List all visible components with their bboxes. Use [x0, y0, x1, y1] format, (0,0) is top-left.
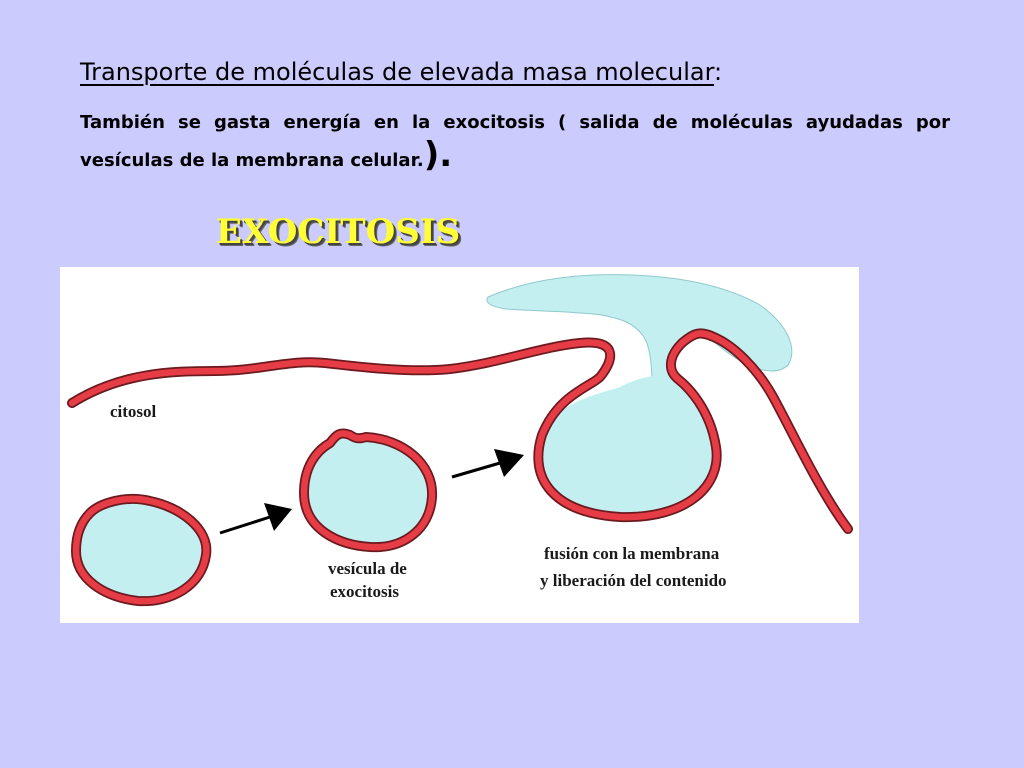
arrow-1	[219, 503, 292, 535]
slide-paragraph: También se gasta energía en la exocitosi…	[80, 104, 950, 180]
diagram-svg: citosol vesícula de exocitosis fusión co…	[67, 274, 853, 607]
plasma-membrane	[67, 328, 853, 534]
vesicle-initial	[71, 493, 212, 607]
vesicle-exocytosis	[299, 428, 438, 553]
arrow-2	[451, 449, 524, 479]
label-vesicle-line1: vesícula de	[328, 559, 407, 578]
exocytosis-diagram: citosol vesícula de exocitosis fusión co…	[60, 267, 859, 623]
heading-colon: :	[714, 58, 723, 86]
fused-vesicle-content	[536, 375, 721, 522]
label-citosol: citosol	[110, 402, 157, 421]
label-vesicle-line2: exocitosis	[330, 582, 399, 601]
released-content	[486, 274, 793, 386]
label-fusion-line2: y liberación del contenido	[540, 571, 727, 590]
heading-text: Transporte de moléculas de elevada masa …	[80, 58, 715, 86]
slide-heading: Transporte de moléculas de elevada masa …	[80, 58, 722, 86]
paragraph-text: También se gasta energía en la exocitosi…	[80, 112, 950, 171]
diagram-title: EXOCITOSIS	[216, 212, 461, 252]
label-fusion-line1: fusión con la membrana	[544, 544, 720, 563]
paragraph-closing: ).	[423, 135, 453, 175]
